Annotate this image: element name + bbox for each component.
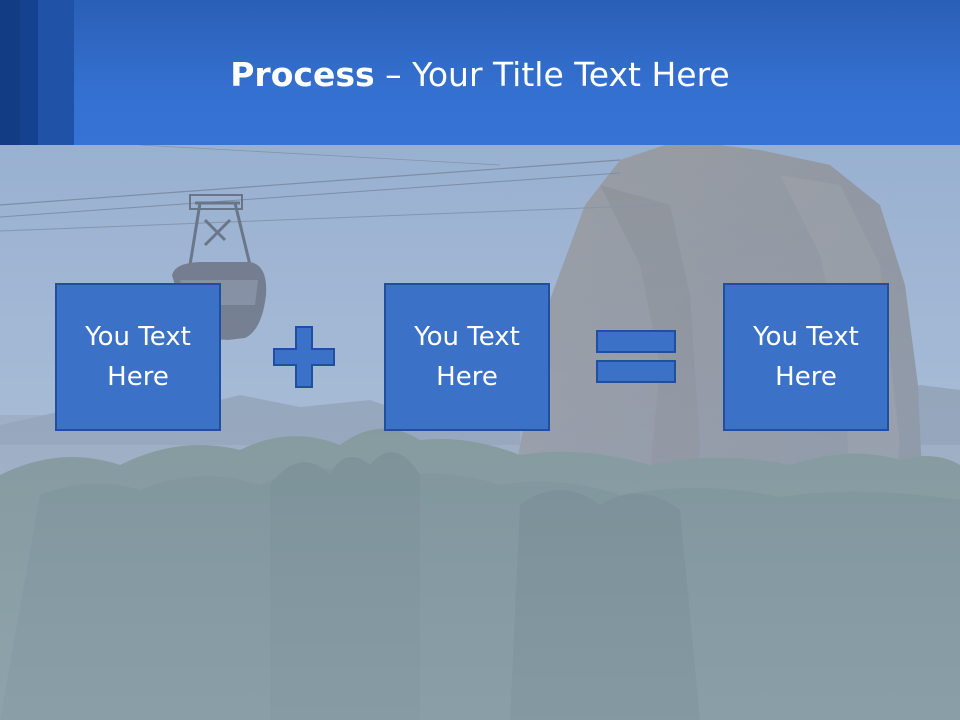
process-box-2-text: You Text Here (414, 322, 520, 392)
slide-title[interactable]: Process – Your Title Text Here (0, 52, 960, 98)
plus-icon (273, 326, 335, 388)
header-accent-edge (0, 0, 20, 145)
equals-icon (596, 330, 676, 383)
process-box-3[interactable]: You Text Here (723, 283, 889, 431)
process-box-1[interactable]: You Text Here (55, 283, 221, 431)
title-rest: – Your Title Text Here (374, 55, 730, 94)
title-bar: Process – Your Title Text Here (0, 0, 960, 145)
process-box-1-text: You Text Here (85, 322, 191, 392)
process-box-3-text: You Text Here (753, 322, 859, 392)
process-box-2[interactable]: You Text Here (384, 283, 550, 431)
title-bold: Process (230, 55, 375, 94)
header-accent-stripe-2 (38, 0, 74, 145)
background-photo (0, 145, 960, 720)
